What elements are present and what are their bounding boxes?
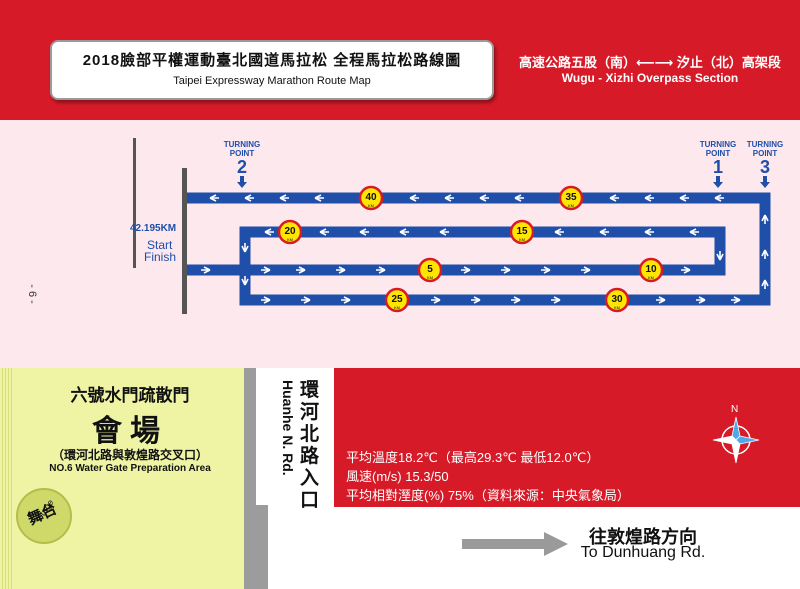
route-arrows	[201, 194, 769, 304]
km-marker-unit: KM	[287, 237, 293, 242]
route-map: 40 KM 35 KM 20 KM 15 KM 5 KM 10 KM 25 KM…	[133, 138, 771, 314]
km-marker-unit: KM	[648, 275, 654, 280]
km-marker-30: 30 KM	[604, 287, 630, 313]
km-marker-5: 5 KM	[417, 257, 443, 283]
weather-wind: 風速(m/s) 15.3/50	[346, 469, 449, 484]
weather-humidity: 平均相對溼度(%) 75%（資料來源：中央氣象局）	[346, 488, 630, 503]
turning-point-number: 3	[759, 157, 770, 177]
turning-point-label: TURNING POINT	[223, 140, 261, 158]
km-marker-15: 15 KM	[509, 219, 535, 245]
road-name-en: Huanhe N. Rd.	[280, 380, 296, 476]
route-line	[187, 192, 771, 306]
km-marker-40: 40 KM	[358, 185, 384, 211]
gate-name: 六號水門疏散門	[70, 386, 190, 405]
km-marker-10: 10 KM	[638, 257, 664, 283]
arrow-row-top	[209, 194, 724, 202]
compass-north-label: N	[731, 404, 739, 415]
stage-badge	[16, 488, 72, 544]
km-marker-unit: KM	[614, 305, 620, 310]
km-marker-unit: KM	[568, 203, 574, 208]
direction-label-zh: 往敦煌路方向	[589, 527, 697, 547]
turning-point-number: 2	[236, 157, 247, 177]
map-title-zh: 2018臉部平權運動臺北國道馬拉松 全程馬拉松路線圖	[82, 52, 462, 69]
km-marker-25: 25 KM	[384, 287, 410, 313]
turning-point-label: TURNING POINT	[746, 140, 784, 158]
title-box: 2018臉部平權運動臺北國道馬拉松 全程馬拉松路線圖 Taipei Expres…	[50, 40, 494, 100]
direction-label-en: To Dunhuang Rd.	[580, 544, 706, 561]
gate-name-en: NO.6 Water Gate Preparation Area	[49, 463, 211, 474]
arrow-vertical	[241, 214, 769, 289]
km-marker-unit: KM	[368, 203, 374, 208]
km-marker-35: 35 KM	[558, 185, 584, 211]
venue-label: 會場	[92, 415, 168, 448]
direction-arrow-icon	[462, 532, 568, 556]
compass-icon	[712, 416, 760, 464]
km-marker-value: 40	[365, 192, 377, 203]
km-marker-value: 30	[611, 294, 623, 305]
venue-location: （環河北路與敦煌路交叉口）	[51, 448, 208, 462]
turning-point-number: 1	[712, 157, 723, 177]
divider-bar	[133, 138, 136, 268]
arrow-row-third	[201, 266, 691, 274]
map-title-en: Taipei Expressway Marathon Route Map	[173, 75, 371, 87]
venue-panel	[0, 368, 246, 589]
section-label-en: Wugu - Xizhi Overpass Section	[561, 71, 739, 85]
turning-point-label: TURNING POINT	[699, 140, 737, 158]
km-marker-value: 35	[565, 192, 577, 203]
weather-temperature: 平均溫度18.2℃（最高29.3℃ 最低12.0℃）	[346, 450, 600, 465]
road-divider	[244, 368, 256, 589]
km-marker-value: 10	[645, 264, 657, 275]
km-marker-value: 15	[516, 226, 528, 237]
start-label: Start	[147, 238, 173, 252]
km-marker-value: 25	[391, 294, 403, 305]
km-marker-unit: KM	[394, 305, 400, 310]
finish-label: Finish	[144, 250, 177, 264]
km-marker-unit: KM	[427, 275, 433, 280]
km-marker-20: 20 KM	[277, 219, 303, 245]
stage-strip	[0, 368, 14, 589]
start-finish-line	[182, 168, 187, 314]
arrow-row-bottom	[261, 296, 741, 304]
road-name-zh: 環河北路入口	[300, 380, 320, 511]
turning-point-arrows	[237, 176, 770, 188]
road-divider-lower	[256, 505, 268, 589]
arrow-row-second	[264, 228, 699, 236]
section-label-zh: 高速公路五股（南）⟵⟶ 汐止（北）高架段	[519, 55, 781, 70]
km-marker-value: 5	[427, 264, 433, 275]
road-entrance	[256, 368, 334, 589]
km-marker-value: 20	[284, 226, 296, 237]
km-marker-unit: KM	[519, 237, 525, 242]
total-distance: 42.195KM	[130, 223, 177, 234]
